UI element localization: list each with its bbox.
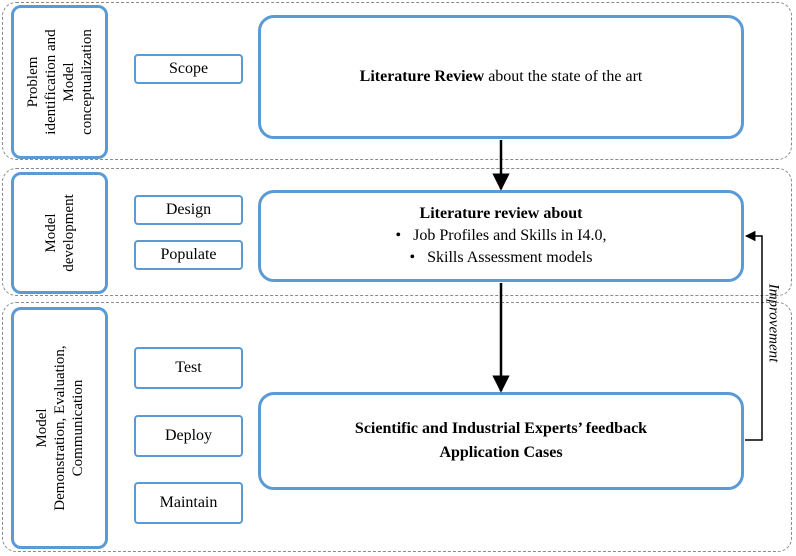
skills-review-title: Literature review about <box>419 205 583 222</box>
literature-review-title: Literature Review <box>359 68 485 85</box>
experts-feedback-subtitle: Application Cases <box>439 444 563 461</box>
tag-populate-label: Populate <box>160 246 217 263</box>
experts-feedback-text: Scientific and Industrial Experts’ feedb… <box>355 417 647 465</box>
phase-3-region <box>2 302 792 552</box>
phase-2-region <box>2 168 792 296</box>
tag-deploy-label: Deploy <box>164 427 213 444</box>
skills-review-box: Literature review about Job Profiles and… <box>258 190 744 282</box>
experts-feedback-title: Scientific and Industrial Experts’ feedb… <box>354 420 648 437</box>
tag-design-label: Design <box>165 201 212 218</box>
tag-scope-label: Scope <box>168 60 209 77</box>
stage-label-box-1: Problem identification and Model concept… <box>11 5 108 159</box>
improvement-label: Improvement <box>765 283 782 363</box>
literature-review-box: Literature Review about the state of the… <box>258 15 744 139</box>
skills-review-text: Literature review about Job Profiles and… <box>396 203 607 269</box>
tag-maintain: Maintain <box>134 482 243 524</box>
tag-scope: Scope <box>134 54 243 84</box>
skills-review-bullet: Job Profiles and Skills in I4.0, <box>396 225 606 247</box>
tag-test: Test <box>134 347 243 389</box>
skills-review-bullet: Skills Assessment models <box>396 247 607 269</box>
stage-label-box-3: Model Demonstration, Evaluation, Communi… <box>11 307 108 549</box>
improvement-loop-arrow <box>744 230 763 441</box>
tag-deploy: Deploy <box>134 415 243 457</box>
stage-label-box-2: Model development <box>11 172 108 294</box>
tag-test-label: Test <box>175 359 202 376</box>
tag-maintain-label: Maintain <box>159 494 218 511</box>
experts-feedback-box: Scientific and Industrial Experts’ feedb… <box>258 392 744 490</box>
phase-1-region <box>2 2 792 160</box>
tag-populate: Populate <box>134 240 243 270</box>
literature-review-text: Literature Review about the state of the… <box>360 68 643 86</box>
tag-design: Design <box>134 195 243 225</box>
literature-review-suffix: about the state of the art <box>484 68 643 85</box>
